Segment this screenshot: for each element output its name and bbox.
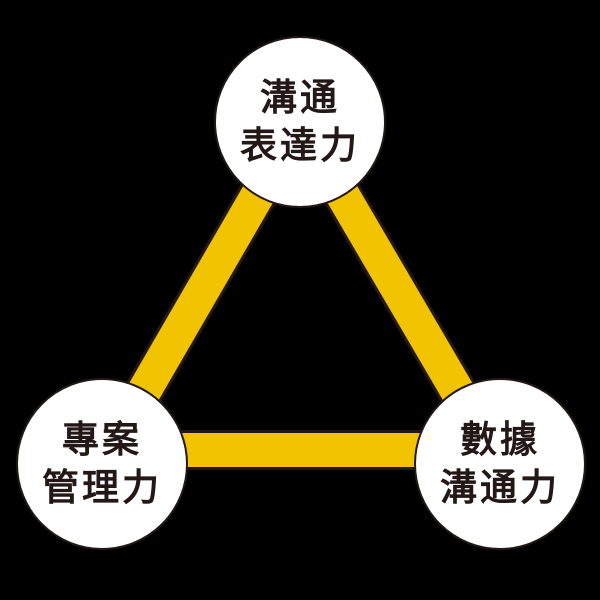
node-label-line: 表達力 (240, 124, 360, 167)
node-label-line: 管理力 (42, 466, 162, 509)
node-label-line: 溝通 (260, 76, 340, 119)
node-data-communication: 數據 溝通力 (414, 378, 586, 550)
node-label-line: 數據 (460, 418, 540, 461)
node-communication-expression: 溝通 表達力 (214, 36, 386, 208)
node-project-management: 專案 管理力 (16, 378, 188, 550)
node-label-line: 專案 (62, 418, 142, 461)
node-label-line: 溝通力 (440, 466, 560, 509)
